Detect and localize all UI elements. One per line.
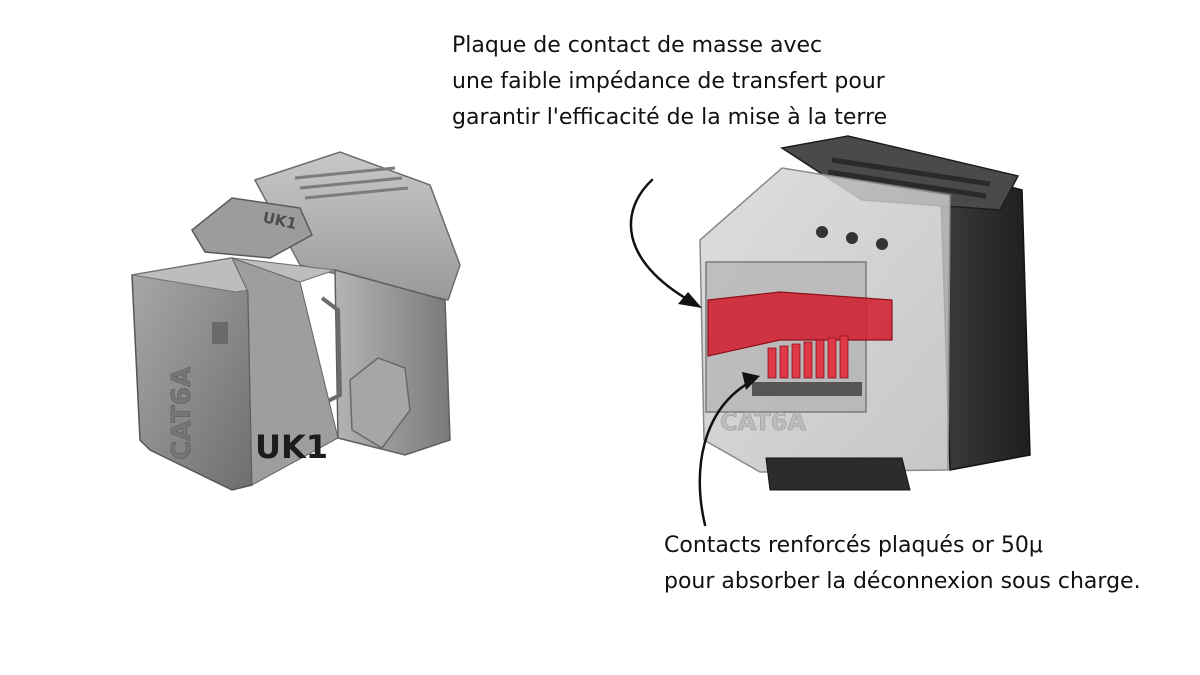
ground-plate-annotation-line-1: Plaque de contact de masse avec [452, 33, 823, 58]
right-cutaway-jack: CAT6A [699, 135, 1031, 491]
gold-contacts-annotation: Contacts renforcés plaqués or 50μ pour a… [664, 528, 1141, 600]
latch-tab [191, 197, 313, 259]
ground-plate-annotation-line-3: garantir l'efficacité de la mise à la te… [452, 105, 888, 130]
contacts-arrowhead [742, 372, 760, 390]
left-keystone-jack: UK1 CAT6A UK1 [131, 151, 461, 491]
side-slot [320, 296, 343, 404]
contacts-arrow [698, 380, 752, 527]
bottom-foot [765, 457, 911, 491]
ground-plate-arrow [629, 178, 694, 304]
dark-top-ribs [827, 157, 991, 199]
gold-contacts-annotation-line-1: Contacts renforcés plaqués or 50μ [664, 533, 1043, 558]
dark-side-housing [939, 167, 1031, 471]
ground-plate-arrowhead [678, 292, 702, 308]
ghost-cat6a-text: CAT6A [720, 408, 806, 436]
inner-screws [816, 226, 888, 250]
gold-contact-pins [767, 335, 849, 379]
side-hex-bump [349, 357, 411, 449]
front-notch [212, 322, 228, 344]
cat6a-embossed-text: CAT6A [167, 367, 197, 460]
annotation-arrows [629, 178, 760, 527]
uk1-logo-text: UK1 [255, 428, 328, 466]
top-ribs [294, 166, 409, 200]
contact-block [752, 382, 862, 396]
gold-contacts-annotation-line-2: pour absorber la déconnexion sous charge… [664, 569, 1141, 594]
ground-plate-annotation: Plaque de contact de masse avec une faib… [452, 28, 887, 136]
ground-plate-annotation-line-2: une faible impédance de transfert pour [452, 69, 885, 94]
